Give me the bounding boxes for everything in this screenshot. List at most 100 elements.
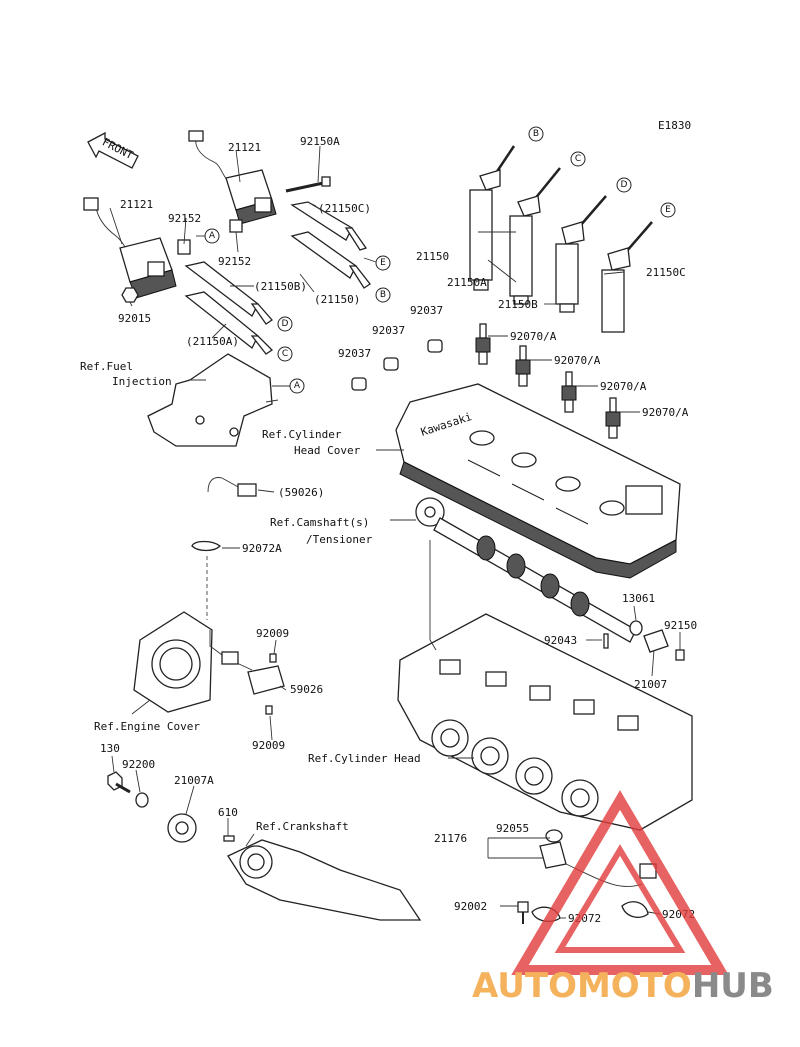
ref-engine-cover: Ref.Engine Cover [94,720,200,733]
label-92009-upper: 92009 [256,627,289,640]
plug-cap-right-3 [555,195,607,313]
label-92152-lower: 92152 [218,255,251,268]
label-21150-right: 21150 [416,250,449,263]
label-92070A-2: 92070/A [554,354,601,367]
ref-camshaft-line2: /Tensioner [306,533,373,546]
plug-cap-plain-left [290,231,371,289]
watermark-text: AUTOMOTOHUB [472,966,774,1006]
spacer-upper [229,219,243,233]
label-21150C-right: 21150C [646,266,686,279]
label-92150: 92150 [664,619,697,632]
engine-cover [133,611,213,713]
plug-cap-right-4 [601,221,653,333]
callout-e-top: E [660,202,676,218]
ref-fuel-injection-line2: Injection [112,375,172,388]
label-92070A-4: 92070/A [642,406,689,419]
label-92002: 92002 [454,900,487,913]
ignition-coil-lower [83,197,177,299]
label-92072A: 92072A [242,542,282,555]
plug-cap-right-1 [469,145,516,291]
watermark-part2: HUB [692,966,774,1006]
callout-e-left: E [375,255,391,271]
rotor-21007A [167,813,197,843]
plug-cap-c-left [290,201,368,251]
callout-b-top: B [528,126,544,142]
label-92070A-3: 92070/A [600,380,647,393]
crank-sensor-59026 [209,630,285,695]
label-92037-1: 92037 [410,304,443,317]
screw-lower [265,705,273,715]
bolt-92150 [675,649,685,661]
callout-b-left: B [375,287,391,303]
svg-text:D: D [621,180,628,190]
label-21150B-paren: (21150B) [254,280,307,293]
bolt-130 [107,771,131,794]
label-59026-paren: (59026) [278,486,324,499]
part-labels: 21121 92150A 21121 (21150C) 92152 92152 … [100,135,697,925]
pin-92043 [603,633,609,649]
ref-crankshaft: Ref.Crankshaft [256,820,349,833]
ref-head-cover-line1: Ref.Cylinder [262,428,342,441]
label-21150B-right: 21150B [498,298,538,311]
label-130: 130 [100,742,120,755]
plug-cap-right-2 [509,167,561,305]
spark-plug-4 [605,397,621,439]
svg-text:A: A [294,381,301,391]
svg-text:C: C [575,154,581,164]
spark-plug-3 [561,371,577,413]
label-21007A: 21007A [174,774,214,787]
screw-upper [269,653,277,663]
svg-text:A: A [209,231,216,241]
spark-plug-1 [475,323,491,365]
svg-text:B: B [380,290,386,300]
crankshaft [227,839,422,921]
label-92043: 92043 [544,634,577,647]
watermark-part1: AUTOMOTO [472,966,692,1006]
svg-text:E: E [380,258,386,268]
callout-c-left: C [277,346,293,362]
clamp-3 [351,377,367,391]
callout-d-top: D [616,177,632,193]
svg-text:E: E [665,205,671,215]
label-21176: 21176 [434,832,467,845]
nut-92015 [121,287,139,303]
ref-fuel-injection-line1: Ref.Fuel [80,360,133,373]
label-92037-3: 92037 [338,347,371,360]
label-21121-upper: 21121 [228,141,261,154]
callout-a-upper: A [204,228,220,244]
sensor-59026-upper [207,477,257,497]
clip-92072A [191,540,221,552]
label-13061: 13061 [622,592,655,605]
label-21150A-paren: (21150A) [186,335,239,348]
label-59026: 59026 [290,683,323,696]
label-92037-2: 92037 [372,324,405,337]
label-92055: 92055 [496,822,529,835]
clamp-1 [427,339,443,353]
svg-text:D: D [282,319,289,329]
label-21150A-right: 21150A [447,276,487,289]
label-21150C-paren: (21150C) [318,202,371,215]
key-610 [223,835,235,842]
label-92009-lower: 92009 [252,739,285,752]
svg-text:C: C [282,349,288,359]
ref-cylinder-head: Ref.Cylinder Head [308,752,421,765]
coil-bolt [285,176,331,193]
ref-camshaft-line1: Ref.Camshaft(s) [270,516,369,529]
washer-92200 [135,792,149,808]
ignition-coil-upper [188,130,277,225]
watermark-triangle-icon [511,790,729,975]
leader-lines [109,145,681,919]
ref-head-cover-line2: Head Cover [294,444,361,457]
label-92200: 92200 [122,758,155,771]
camshaft [415,497,637,643]
clamp-2 [383,357,399,371]
label-21150-paren: (21150) [314,293,360,306]
plug-cap-b-left [184,261,273,325]
label-610: 610 [218,806,238,819]
plug-cap-a-left [184,291,274,355]
label-92015: 92015 [118,312,151,325]
spark-plug-2 [515,345,531,387]
clip-92072-b [621,901,649,918]
reference-labels: Ref.Fuel Injection Ref.Cylinder Head Cov… [80,360,421,833]
